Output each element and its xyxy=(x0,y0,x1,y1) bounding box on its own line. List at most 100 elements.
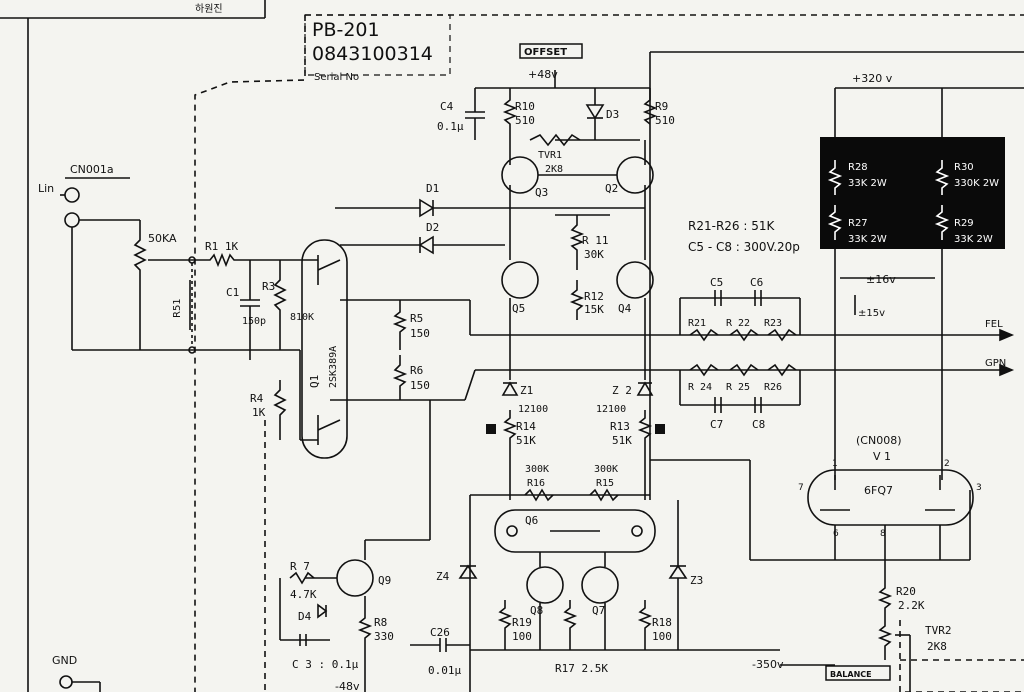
label-r11: R 11 xyxy=(582,234,609,247)
value-r19: 100 xyxy=(512,630,532,643)
value-r13: 51K xyxy=(612,434,632,447)
label-r51: R51 xyxy=(172,298,183,318)
label-tvr1: TVR1 xyxy=(538,150,562,161)
value-r27: 33K 2W xyxy=(848,234,887,245)
label-d4: D4 xyxy=(298,610,312,623)
label-r27: R27 xyxy=(848,218,868,229)
plate-resistor-highlight-box xyxy=(820,137,1005,249)
tube-pin-7: 7 xyxy=(798,483,804,493)
tube-pin-8: 8 xyxy=(880,529,886,539)
value-r5: 150 xyxy=(410,327,430,340)
value-q1: 2SK389A xyxy=(328,346,339,388)
label-q5: Q5 xyxy=(512,302,525,315)
pot-input-label: 50KA xyxy=(148,232,177,245)
label-r28: R28 xyxy=(848,162,868,173)
connector-fel: FEL xyxy=(985,319,1003,330)
label-r22: R 22 xyxy=(726,318,750,329)
label-r1: R1 1K xyxy=(205,240,238,253)
label-r30: R30 xyxy=(954,162,974,173)
board-number: 0843100314 xyxy=(312,43,433,65)
label-r21: R21 xyxy=(688,318,706,329)
label-r20: R20 xyxy=(896,585,916,598)
value-r29: 33K 2W xyxy=(954,234,993,245)
label-z2: Z 2 xyxy=(612,384,632,397)
value-r10: 510 xyxy=(515,114,535,127)
value-v1: 6FQ7 xyxy=(864,484,893,497)
label-c4: C4 xyxy=(440,100,454,113)
note-r21-r26: R21-R26 : 51K xyxy=(688,219,775,233)
label-r6: R6 xyxy=(410,364,423,377)
label-r19: R19 xyxy=(512,616,532,629)
label-r25: R 25 xyxy=(726,382,750,393)
label-d2: D2 xyxy=(426,221,439,234)
rail-pm15: ±15v xyxy=(858,308,885,319)
rail-plus48: +48v xyxy=(528,68,558,81)
offset-tag: OFFSET xyxy=(524,47,567,58)
label-r8: R8 xyxy=(374,616,387,629)
label-z3: Z3 xyxy=(690,574,703,587)
label-r17: R17 2.5K xyxy=(555,662,608,675)
label-c26: C26 xyxy=(430,626,450,639)
value-r14: 51K xyxy=(516,434,536,447)
label-d1: D1 xyxy=(426,182,439,195)
connector-input: CN001a xyxy=(70,163,114,176)
value-r30: 330K 2W xyxy=(954,178,999,189)
value-r15: 300K xyxy=(594,464,618,475)
corner-label: 하원진 xyxy=(195,2,223,15)
value-z2: 12100 xyxy=(596,404,626,415)
label-r14: R14 xyxy=(516,420,536,433)
label-d3: D3 xyxy=(606,108,619,121)
label-q7: Q7 xyxy=(592,604,605,617)
offset-tag-box xyxy=(519,43,583,59)
label-c7: C7 xyxy=(710,418,723,431)
connector-gpn: GPN xyxy=(985,358,1006,369)
label-q6: Q6 xyxy=(525,514,538,527)
label-r3: R3 xyxy=(262,280,275,293)
label-r4: R4 xyxy=(250,392,264,405)
value-r16: 300K xyxy=(525,464,549,475)
value-z1: 12100 xyxy=(518,404,548,415)
label-z4: Z4 xyxy=(436,570,450,583)
value-r6: 150 xyxy=(410,379,430,392)
value-r9: 510 xyxy=(655,114,675,127)
value-r20: 2.2K xyxy=(898,599,925,612)
label-q8: Q8 xyxy=(530,604,543,617)
connector-tube: (CN008) xyxy=(856,434,902,447)
rail-pm16: ±16v xyxy=(866,273,896,286)
connector-input-symbol: Lin xyxy=(38,182,54,195)
label-r7: R 7 xyxy=(290,560,310,573)
label-q3: Q3 xyxy=(535,186,548,199)
value-r12: 15K xyxy=(584,303,604,316)
label-c8: C8 xyxy=(752,418,765,431)
label-z1: Z1 xyxy=(520,384,533,397)
connector-gnd: GND xyxy=(52,654,77,667)
label-r26: R26 xyxy=(764,382,782,393)
board-id-box xyxy=(304,14,451,76)
label-r23: R23 xyxy=(764,318,782,329)
marker-r13 xyxy=(655,424,665,434)
label-r12: R12 xyxy=(584,290,604,303)
plate-resistor-symbols xyxy=(827,160,950,240)
marker-r14 xyxy=(486,424,496,434)
label-r15: R15 xyxy=(596,478,614,489)
value-r18: 100 xyxy=(652,630,672,643)
label-q4: Q4 xyxy=(618,302,632,315)
label-q9: Q9 xyxy=(378,574,391,587)
label-r24: R 24 xyxy=(688,382,712,393)
label-r10: R10 xyxy=(515,100,535,113)
label-c3: C 3 : 0.1μ xyxy=(292,658,359,671)
tube-pin-1: 1 xyxy=(832,459,838,469)
value-r7: 4.7K xyxy=(290,588,317,601)
label-r9: R9 xyxy=(655,100,668,113)
rail-plus320: +320 v xyxy=(852,72,893,85)
value-r4: 1K xyxy=(252,406,266,419)
label-q2: Q2 xyxy=(605,182,618,195)
label-r16: R16 xyxy=(527,478,545,489)
label-c5: C5 xyxy=(710,276,723,289)
value-r3: 810K xyxy=(290,312,314,323)
value-c4: 0.1μ xyxy=(437,120,464,133)
board-model: PB-201 xyxy=(312,19,380,41)
value-tvr2: 2K8 xyxy=(927,640,947,653)
